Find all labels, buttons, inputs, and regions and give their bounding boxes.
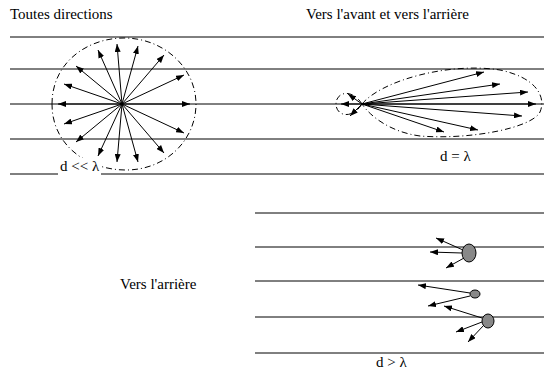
ray-arrow	[362, 104, 444, 132]
particle	[462, 244, 476, 262]
ray-arrow	[122, 104, 190, 105]
ray-arrow	[58, 104, 122, 105]
scattering-envelope	[52, 38, 196, 170]
section-heading: Vers l'arrière	[118, 276, 198, 293]
section-heading: Toutes directions	[8, 6, 115, 23]
ray-arrow	[430, 252, 462, 253]
scattered-rays	[58, 44, 190, 162]
ray-arrow	[76, 104, 122, 142]
ray-arrow	[468, 325, 484, 342]
ray-arrow	[348, 94, 362, 104]
ray-arrow	[362, 84, 500, 104]
ray-arrow	[122, 46, 138, 104]
medium-line	[10, 69, 544, 70]
medium-line	[10, 104, 544, 105]
ray-arrow	[122, 104, 184, 133]
ray-arrow	[362, 72, 484, 104]
ray-arrow	[64, 104, 122, 124]
ray-arrow	[362, 104, 536, 105]
back-lobe-envelope	[336, 93, 362, 114]
ray-arrow	[418, 285, 470, 293]
ray-arrow	[456, 322, 482, 332]
size-condition: d << λ	[58, 158, 101, 175]
ray-arrow	[98, 50, 122, 104]
ray-arrow	[76, 66, 122, 104]
ray-arrow	[362, 92, 528, 104]
scattering-envelope	[362, 68, 542, 137]
ray-arrow	[64, 84, 122, 104]
ray-arrow	[446, 258, 464, 268]
ray-arrow	[428, 296, 470, 306]
ray-arrow	[436, 238, 463, 250]
size-condition: d = λ	[438, 148, 473, 165]
medium-line	[255, 247, 544, 248]
ray-arrow	[362, 104, 478, 130]
medium-lines	[255, 213, 544, 353]
scattered-rays	[341, 72, 536, 132]
ray-arrow	[362, 104, 522, 116]
particle	[482, 314, 494, 328]
ray-arrow	[117, 104, 122, 162]
medium-lines	[10, 69, 544, 174]
medium-line	[255, 213, 544, 214]
section-heading: Vers l'avant et vers l'arrière	[304, 6, 471, 23]
ray-arrow	[122, 104, 164, 153]
scattered-rays	[418, 238, 484, 342]
medium-line	[255, 281, 544, 282]
medium-line	[255, 317, 544, 318]
ray-arrow	[122, 75, 184, 104]
particle	[470, 290, 480, 298]
header-rule	[10, 37, 544, 38]
size-condition: d > λ	[374, 354, 409, 371]
medium-line	[10, 139, 544, 140]
ray-arrow	[444, 306, 482, 318]
ray-arrow	[341, 104, 362, 105]
ray-arrow	[350, 104, 362, 116]
